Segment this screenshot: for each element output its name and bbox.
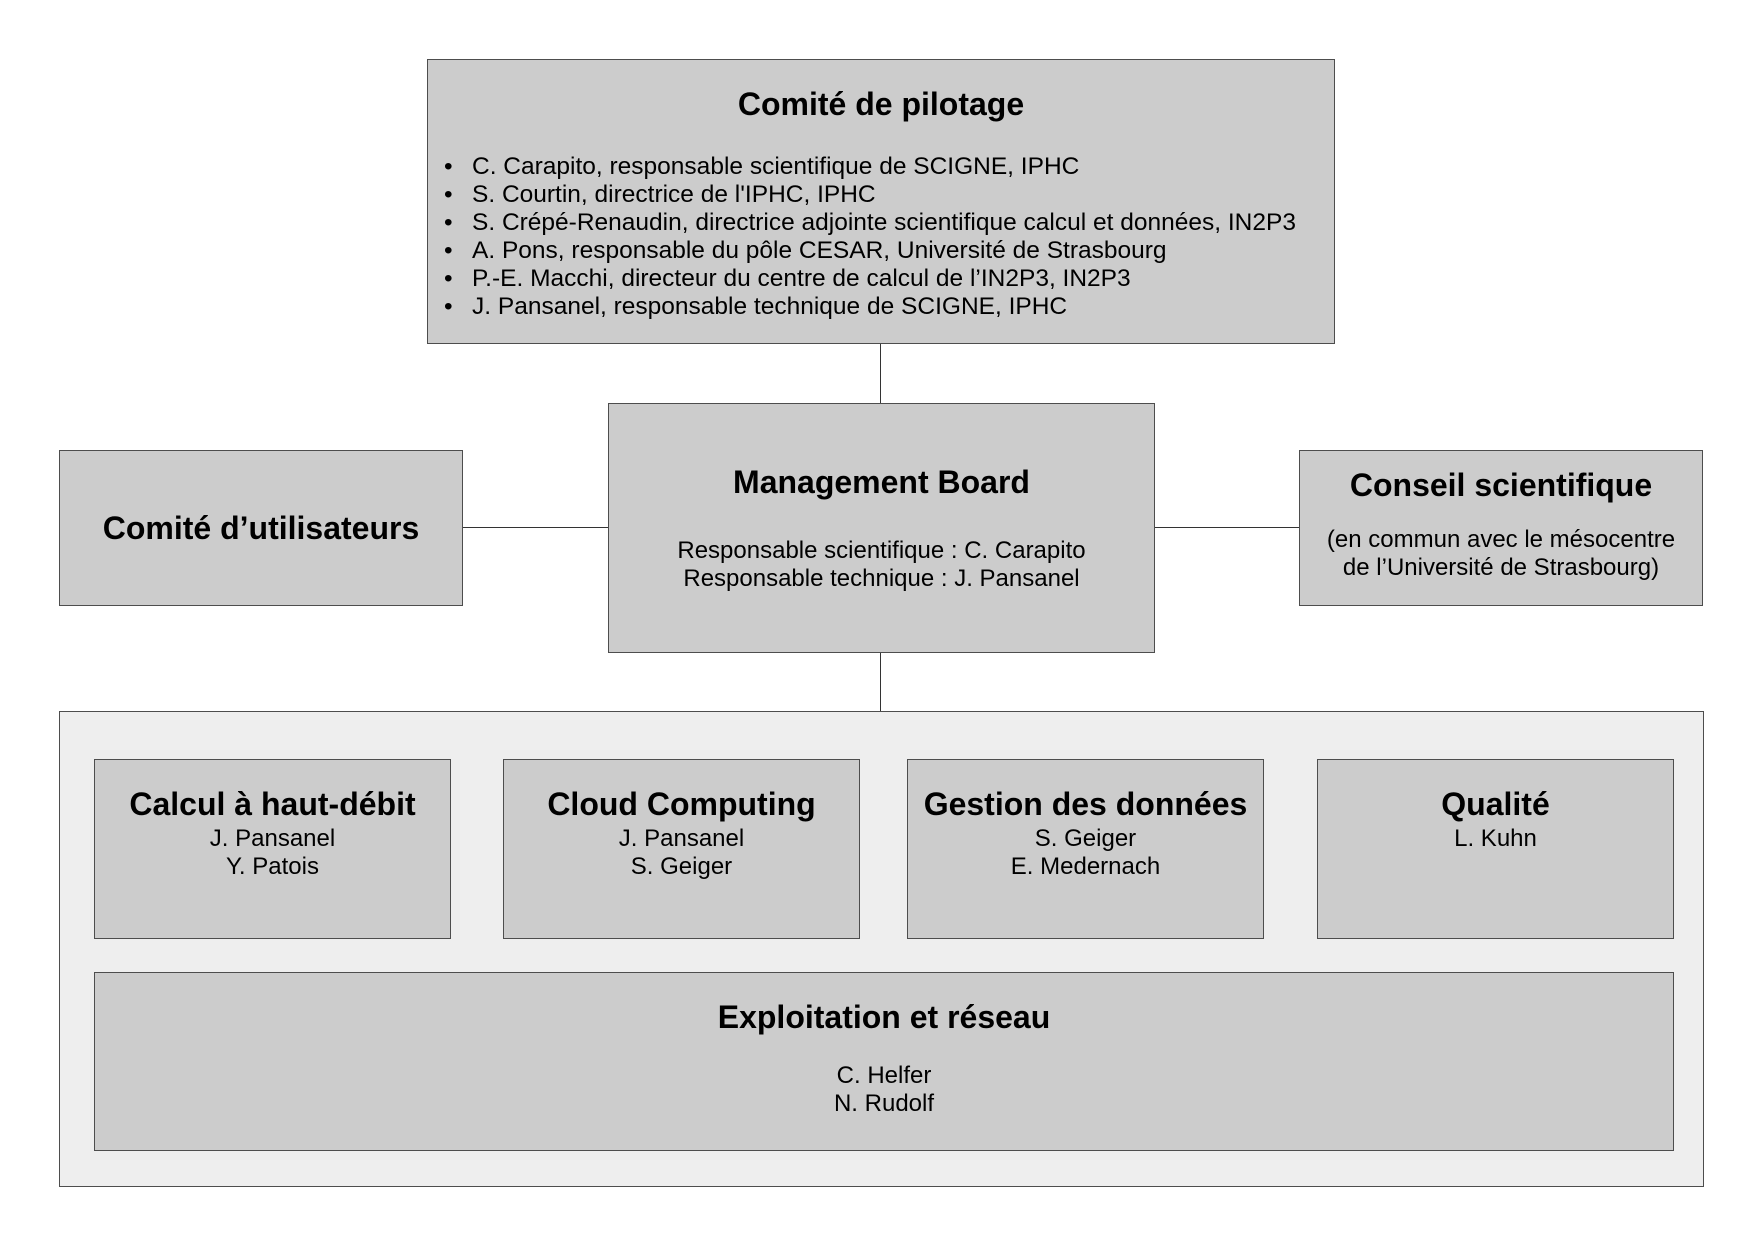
team-member: Y. Patois xyxy=(226,853,319,880)
exploitation-box: Exploitation et réseau C. Helfer N. Rudo… xyxy=(94,972,1674,1151)
management-role-scientific: Responsable scientifique : C. Carapito xyxy=(677,537,1086,564)
team-title: Qualité xyxy=(1441,786,1550,822)
management-board-roles: Responsable scientifique : C. Carapito R… xyxy=(609,537,1154,593)
connector-utilisateurs-management xyxy=(463,527,608,528)
team-member: J. Pansanel xyxy=(618,825,745,852)
conseil-box: Conseil scientifique (en commun avec le … xyxy=(1299,450,1703,606)
team-title: Gestion des données xyxy=(923,786,1248,822)
team-members: J. Pansanel S. Geiger xyxy=(504,825,859,881)
team-box-quality: Qualité L. Kuhn xyxy=(1317,759,1674,939)
team-box-data: Gestion des données S. Geiger E. Mederna… xyxy=(907,759,1264,939)
connector-pilotage-management xyxy=(880,344,881,403)
pilotage-title: Comité de pilotage xyxy=(737,86,1025,122)
team-box-hpc: Calcul à haut-débit J. Pansanel Y. Patoi… xyxy=(94,759,451,939)
exploitation-title: Exploitation et réseau xyxy=(717,999,1051,1035)
exploitation-member: N. Rudolf xyxy=(833,1090,935,1117)
team-member: E. Medernach xyxy=(1010,853,1161,880)
team-members: L. Kuhn xyxy=(1318,825,1673,853)
conseil-note-line: (en commun avec le mésocentre xyxy=(1326,526,1676,553)
team-members: S. Geiger E. Medernach xyxy=(908,825,1263,881)
pilotage-member: A. Pons, responsable du pôle CESAR, Univ… xyxy=(442,237,1334,265)
team-title: Cloud Computing xyxy=(547,786,816,822)
team-member: S. Geiger xyxy=(1034,825,1137,852)
management-role-technical: Responsable technique : J. Pansanel xyxy=(683,565,1080,592)
pilotage-member: S. Crépé-Renaudin, directrice adjointe s… xyxy=(442,209,1334,237)
pilotage-member-list: C. Carapito, responsable scientifique de… xyxy=(428,153,1334,321)
exploitation-member: C. Helfer xyxy=(836,1062,932,1089)
connector-management-conseil xyxy=(1155,527,1299,528)
pilotage-box: Comité de pilotage C. Carapito, responsa… xyxy=(427,59,1335,344)
utilisateurs-title: Comité d’utilisateurs xyxy=(102,509,420,546)
pilotage-member: P.-E. Macchi, directeur du centre de cal… xyxy=(442,265,1334,293)
team-title: Calcul à haut-débit xyxy=(129,786,416,822)
conseil-note: (en commun avec le mésocentre de l’Unive… xyxy=(1300,526,1702,582)
team-member: J. Pansanel xyxy=(209,825,336,852)
exploitation-members: C. Helfer N. Rudolf xyxy=(95,1062,1673,1118)
management-board-title: Management Board xyxy=(733,464,1030,500)
pilotage-member: S. Courtin, directrice de l'IPHC, IPHC xyxy=(442,181,1334,209)
conseil-title: Conseil scientifique xyxy=(1349,467,1653,503)
management-board-box: Management Board Responsable scientifiqu… xyxy=(608,403,1155,653)
team-member: L. Kuhn xyxy=(1454,825,1537,852)
team-members: J. Pansanel Y. Patois xyxy=(95,825,450,881)
team-member: S. Geiger xyxy=(630,853,733,880)
connector-management-teams xyxy=(880,653,881,711)
conseil-note-line: de l’Université de Strasbourg) xyxy=(1342,554,1660,581)
pilotage-member: C. Carapito, responsable scientifique de… xyxy=(442,153,1334,181)
pilotage-member: J. Pansanel, responsable technique de SC… xyxy=(442,293,1334,321)
team-box-cloud: Cloud Computing J. Pansanel S. Geiger xyxy=(503,759,860,939)
utilisateurs-box: Comité d’utilisateurs xyxy=(59,450,463,606)
